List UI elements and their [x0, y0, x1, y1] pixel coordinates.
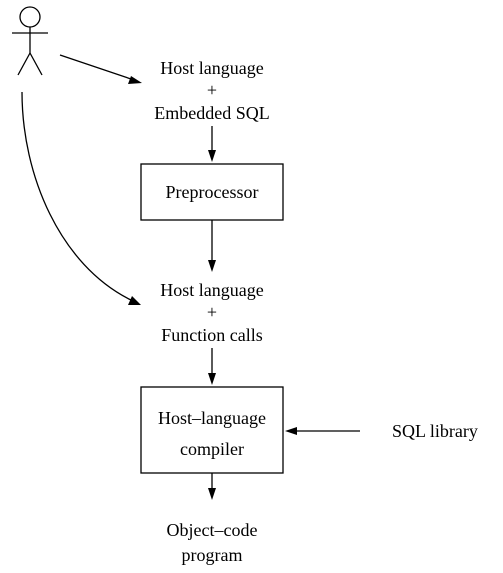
output-line-program: program — [182, 545, 243, 565]
arrow-intermediate-to-compiler — [208, 348, 216, 385]
arrow-compiler-to-output — [208, 473, 216, 500]
preprocessor-label: Preprocessor — [166, 182, 259, 202]
sql-library-label: SQL library — [392, 421, 478, 441]
source-line-embedded-sql: Embedded SQL — [154, 103, 269, 123]
intermediate-plus: + — [207, 302, 217, 322]
output-label: Object–code program — [167, 520, 258, 565]
source-line-host-language: Host language — [160, 58, 263, 78]
source-code-label: Host language + Embedded SQL — [154, 58, 269, 123]
compiler-line-host-language: Host–language — [158, 408, 266, 428]
intermediate-code-label: Host language + Function calls — [160, 280, 263, 345]
source-plus: + — [207, 80, 217, 100]
intermediate-line-function-calls: Function calls — [161, 325, 263, 345]
arrow-library-to-compiler — [285, 427, 360, 435]
output-line-object-code: Object–code — [167, 520, 258, 540]
intermediate-line-host-language: Host language — [160, 280, 263, 300]
arrow-user-to-source — [59, 54, 142, 84]
arrow-user-to-intermediate — [21, 91, 141, 305]
arrow-source-to-preprocessor — [208, 126, 216, 162]
user-stick-figure-icon — [12, 6, 48, 76]
preprocessor-box: Preprocessor — [140, 163, 284, 221]
compiler-line-compiler: compiler — [180, 439, 244, 459]
arrow-preprocessor-to-intermediate — [208, 220, 216, 272]
compiler-box: Host–language compiler — [140, 386, 284, 474]
